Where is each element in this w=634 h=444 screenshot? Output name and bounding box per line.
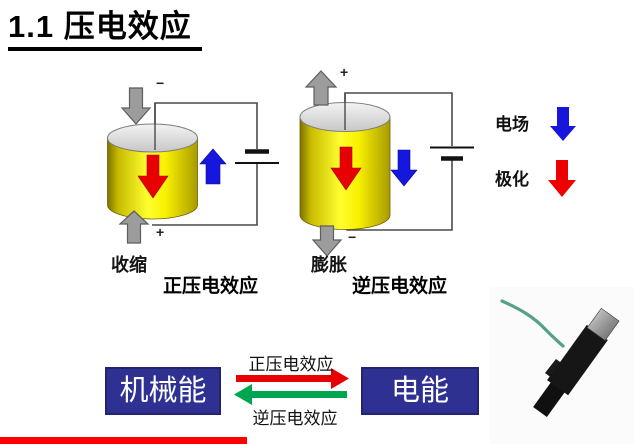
forward-effect-label: 正压电效应 xyxy=(248,355,334,374)
left-top-sign: − xyxy=(156,75,165,91)
polarization-direction-arrow-icon xyxy=(548,160,576,197)
page-title: 1.1 压电效应 xyxy=(8,1,202,51)
polarization-arrow-icon xyxy=(137,154,169,199)
label-expansion: 膨胀 xyxy=(311,255,347,275)
right-bottom-sign: − xyxy=(348,229,357,245)
charge-field-arrow-icon xyxy=(199,148,227,185)
battery-icon-right xyxy=(430,146,474,161)
applied-field-arrow-icon xyxy=(390,149,418,187)
polarization-arrow-icon xyxy=(330,146,362,191)
label-contraction: 收缩 xyxy=(111,255,147,275)
piezo-diagram-left xyxy=(107,87,279,244)
label-converse-effect: 逆压电效应 xyxy=(352,276,448,297)
sensor-body-lower xyxy=(533,379,567,417)
right-top-sign: + xyxy=(340,64,349,80)
expand-arrow-bottom-icon xyxy=(311,225,343,257)
sensor-body-main xyxy=(547,324,608,396)
piezo-diagram-right xyxy=(299,70,474,257)
accent-bar xyxy=(0,437,247,444)
reverse-effect-label: 逆压电效应 xyxy=(252,409,338,428)
compress-arrow-bottom-icon xyxy=(118,210,150,244)
piezo-sensor-photo xyxy=(490,287,634,444)
compress-arrow-top-icon xyxy=(120,87,152,125)
sensor-metal-tip xyxy=(586,307,620,341)
expand-arrow-top-icon xyxy=(304,70,338,106)
legend-polarization-label: 极化 xyxy=(495,170,529,189)
reverse-effect-arrow-icon xyxy=(234,384,347,405)
legend-electric-field-label: 电场 xyxy=(495,115,529,134)
electrical-energy-box: 电能 xyxy=(361,367,479,415)
electric-field-direction-arrow-icon xyxy=(550,107,576,141)
battery-icon xyxy=(235,149,279,164)
label-direct-effect: 正压电效应 xyxy=(163,276,259,297)
forward-effect-arrow-icon xyxy=(236,368,349,389)
left-bottom-sign: + xyxy=(156,224,165,240)
mechanical-energy-box: 机械能 xyxy=(105,367,221,415)
sensor-wire xyxy=(500,299,565,348)
